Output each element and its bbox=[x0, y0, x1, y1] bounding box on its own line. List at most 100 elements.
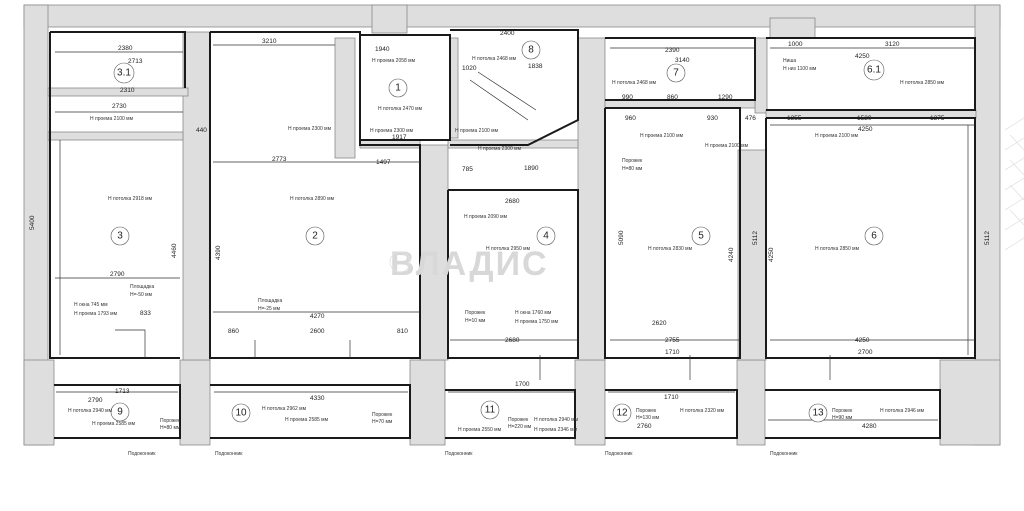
room-number: 1 bbox=[395, 83, 401, 94]
dim-label: 4330 bbox=[310, 395, 325, 402]
note: Ниша bbox=[783, 58, 796, 64]
note: Н=220 мм bbox=[508, 424, 532, 430]
note: Подоконник bbox=[128, 451, 156, 457]
room-marker bbox=[666, 63, 686, 83]
dim-label: 3140 bbox=[675, 57, 690, 64]
room-number: 6.1 bbox=[867, 65, 881, 76]
note: Н=70 мм bbox=[372, 419, 393, 425]
note: Н проема 2100 мм bbox=[640, 133, 684, 139]
note: Н проема 2300 мм bbox=[288, 126, 332, 132]
room-number: 12 bbox=[616, 408, 628, 419]
room-1[interactable]: 1 Н потолка 2470 мм bbox=[378, 78, 423, 112]
dim-label: 2380 bbox=[118, 45, 133, 52]
note: Подоконник bbox=[770, 451, 798, 457]
note: Площадка bbox=[130, 284, 154, 290]
note: Н проема 2058 мм bbox=[372, 58, 416, 64]
walls bbox=[23, 4, 1001, 446]
dimension-labels: 2380 2713 2310 2730 440 3210 1940 2400 1… bbox=[29, 30, 991, 430]
room-7[interactable]: 7 Н потолка 2468 мм bbox=[612, 63, 686, 86]
room-2[interactable]: 2 Н потолка 2890 мм bbox=[290, 196, 335, 246]
room-12[interactable]: 12 Н потолка 2320 мм bbox=[612, 403, 725, 423]
room-height: Н потолка 2830 мм bbox=[648, 246, 693, 252]
room-6[interactable]: 6 Н потолка 2850 мм bbox=[815, 226, 884, 252]
room-height: Н потолка 2940 мм bbox=[68, 408, 113, 414]
decorative-pattern bbox=[1004, 117, 1024, 251]
room-number: 3 bbox=[117, 231, 123, 242]
dim-label: 4250 bbox=[858, 126, 873, 133]
dim-label: 1375 bbox=[930, 115, 945, 122]
room-height: Н потолка 2470 мм bbox=[378, 106, 423, 112]
note: Площадка bbox=[258, 298, 282, 304]
dim-label: 2713 bbox=[128, 58, 143, 65]
note: Н окна 745 мм bbox=[74, 302, 108, 308]
room-marker bbox=[305, 226, 325, 246]
dim-label: 1000 bbox=[788, 41, 803, 48]
dim-label: 4250 bbox=[768, 247, 775, 262]
room-8[interactable]: 8 Н потолка 2468 мм bbox=[472, 40, 541, 62]
room-height: Н потолка 2468 мм bbox=[612, 80, 657, 86]
note: Порожек bbox=[508, 417, 529, 423]
room-9[interactable]: 9 Н потолка 2940 мм bbox=[68, 402, 130, 422]
note: Н проема 2346 мм bbox=[534, 427, 578, 433]
room-13[interactable]: 13 Н потолка 2946 мм bbox=[808, 403, 925, 423]
dim-label: 3120 bbox=[885, 41, 900, 48]
room-number: 5 bbox=[698, 231, 704, 242]
room-3[interactable]: 3 Н потолка 2918 мм bbox=[108, 196, 153, 246]
dim-label: 990 bbox=[622, 94, 633, 101]
note: Н=90 мм bbox=[832, 415, 853, 421]
dim-label: 810 bbox=[397, 328, 408, 335]
note: Н проема 2300 мм bbox=[370, 128, 414, 134]
dim-label: 930 bbox=[707, 115, 718, 122]
note: Порожек bbox=[372, 412, 393, 418]
room-height: Н потолка 2850 мм bbox=[900, 80, 945, 86]
note: Н проема 2300 мм bbox=[478, 146, 522, 152]
note: Н=10 мм bbox=[465, 318, 486, 324]
room-3-1[interactable]: 3.1 bbox=[113, 62, 135, 84]
room-11[interactable]: 11 Н потолка 2940 мм bbox=[480, 400, 579, 423]
room-number: 8 bbox=[528, 45, 534, 56]
dim-label: 5090 bbox=[618, 230, 625, 245]
dim-label: 2600 bbox=[310, 328, 325, 335]
room-marker bbox=[864, 226, 884, 246]
room-marker bbox=[612, 403, 632, 423]
dim-label: 1890 bbox=[524, 165, 539, 172]
dim-label: 5112 bbox=[752, 231, 759, 245]
dim-label: 2773 bbox=[272, 156, 287, 163]
dim-label: 1520 bbox=[857, 115, 872, 122]
watermark: ВЛАДИС bbox=[390, 245, 549, 283]
room-6-1[interactable]: 6.1 Н потолка 2850 мм bbox=[863, 59, 945, 86]
annotation-notes: Н проема 2058 мм Н проема 2300 мм Н прое… bbox=[74, 58, 859, 457]
room-marker bbox=[691, 226, 711, 246]
room-10[interactable]: 10 Н потолка 2962 мм bbox=[231, 403, 307, 423]
dim-label: 1940 bbox=[375, 46, 390, 53]
room-marker bbox=[521, 40, 541, 60]
room-5[interactable]: 5 Н потолка 2830 мм bbox=[648, 226, 711, 252]
note: Н проема 2100 мм bbox=[815, 133, 859, 139]
note: Н проема 2585 мм bbox=[285, 417, 329, 423]
room-marker bbox=[863, 59, 885, 81]
room-height: Н потолка 2320 мм bbox=[680, 408, 725, 414]
note: Порожек bbox=[636, 408, 657, 414]
dim-label: 1713 bbox=[115, 388, 130, 395]
room-4[interactable]: 4 Н потолка 2950 мм bbox=[486, 226, 556, 252]
dim-label: 2680 bbox=[505, 337, 520, 344]
note: Н проема 1793 мм bbox=[74, 311, 118, 317]
dim-label: 1290 bbox=[718, 94, 733, 101]
room-marker bbox=[113, 62, 135, 84]
room-number: 13 bbox=[812, 408, 824, 419]
dimension-lines bbox=[55, 44, 975, 421]
room-height: Н потолка 2918 мм bbox=[108, 196, 153, 202]
dim-label: 1355 bbox=[787, 115, 802, 122]
room-number: 10 bbox=[235, 408, 247, 419]
note: Подоконник bbox=[605, 451, 633, 457]
dim-label: 4460 bbox=[171, 243, 178, 258]
note: Н проема 2550 мм bbox=[458, 427, 502, 433]
note: Порожек bbox=[832, 408, 853, 414]
room-marker bbox=[231, 403, 251, 423]
note: Порожек bbox=[465, 310, 486, 316]
dim-label: 960 bbox=[625, 115, 636, 122]
room-height: Н потолка 2962 мм bbox=[262, 406, 307, 412]
note: Н низ 1100 мм bbox=[783, 66, 817, 72]
note: Н окна 1760 мм bbox=[515, 310, 552, 316]
